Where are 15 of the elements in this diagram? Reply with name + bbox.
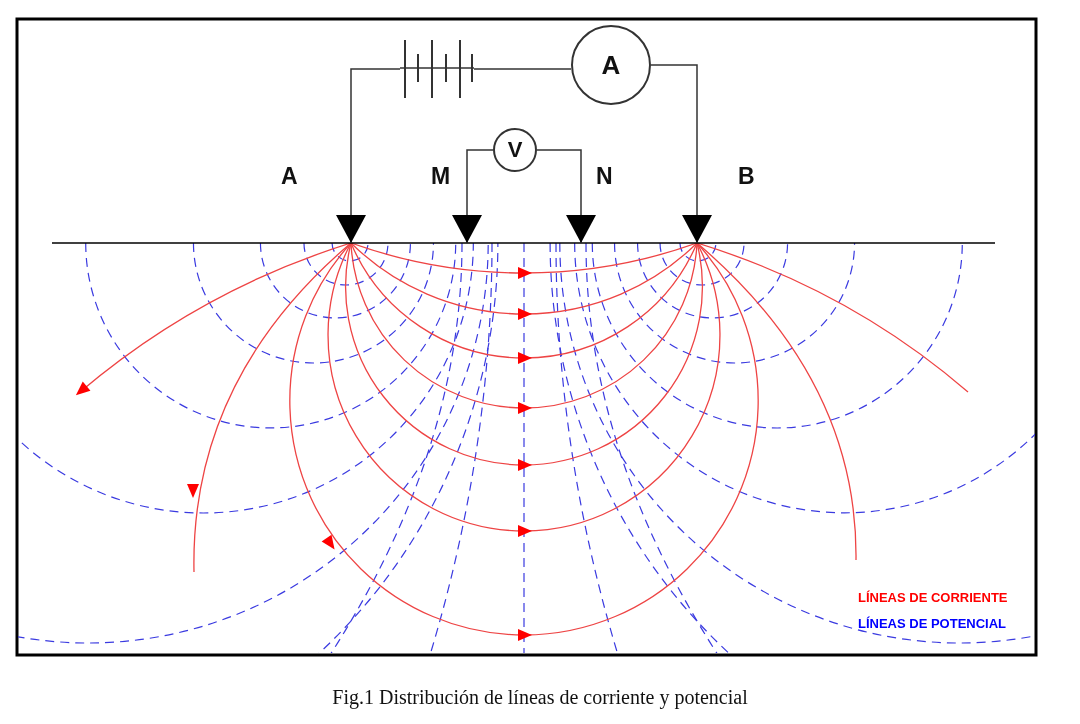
electrode-arrow [536, 149, 596, 244]
meter-symbol: A [571, 25, 651, 105]
electrode-arrow [452, 149, 494, 244]
electrode-arrow [650, 64, 712, 244]
figure-caption: Fig.1 Distribución de líneas de corriente y potencial [331, 686, 749, 709]
legend-entry: LÍNEAS DE POTENCIAL [858, 616, 1007, 631]
wire [473, 68, 572, 70]
electrode-label: N [596, 163, 613, 190]
battery-symbol [400, 38, 474, 100]
electrode-label: M [431, 163, 451, 190]
electrode-arrow [336, 68, 401, 244]
meter-symbol: V [493, 128, 537, 172]
electrode-label: B [738, 163, 755, 190]
electrode-label: A [281, 163, 298, 190]
legend-entry: LÍNEAS DE CORRIENTE [858, 590, 1008, 605]
